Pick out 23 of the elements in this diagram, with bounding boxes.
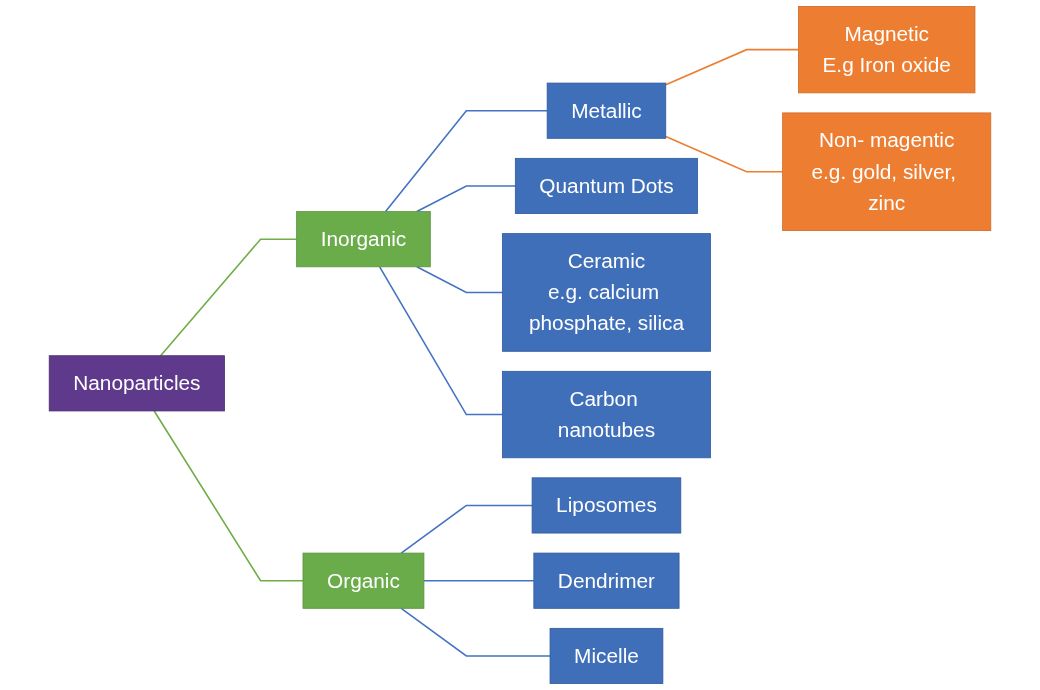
node-box: Micelle [549,627,664,684]
connector [159,238,298,357]
connector [416,185,517,213]
connector [400,607,551,657]
node-box: Liposomes [531,477,682,534]
connector [423,579,535,582]
connector [153,410,304,582]
connector [400,504,533,554]
connector [664,48,800,86]
connector [384,109,548,213]
node-box: Non- magentic e.g. gold, silver, zinc [782,112,992,231]
node-box: Metallic [546,82,667,139]
connector [416,266,504,294]
node-box: Organic [302,552,425,609]
connector [378,266,504,416]
connector [664,135,784,173]
node-box: Carbon nanotubes [501,370,711,459]
node-box: Nanoparticles [48,355,225,412]
node-box: Magnetic E.g Iron oxide [798,6,976,94]
node-box: Inorganic [296,211,431,268]
node-box: Dendrimer [533,552,680,609]
node-box: Quantum Dots [514,157,698,214]
node-box: Ceramic e.g. calcium phosphate, silica [501,233,711,352]
